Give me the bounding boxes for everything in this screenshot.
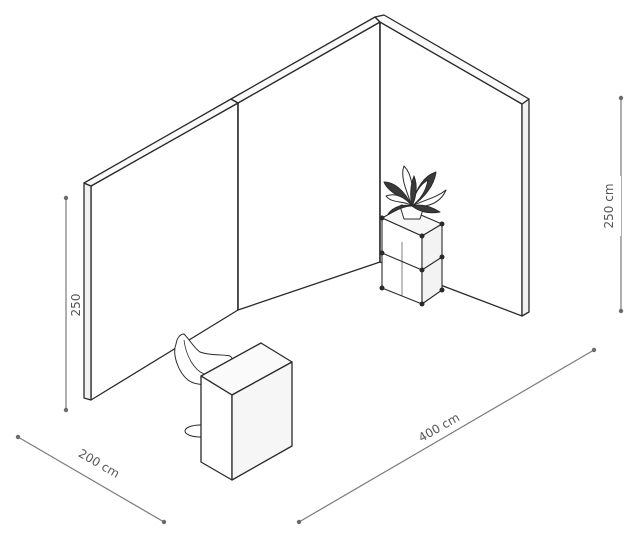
reception-counter: [200, 342, 293, 481]
dimension-right-height-label-bg: [601, 176, 621, 236]
shelf-connector-dots: [379, 204, 445, 307]
dimension-width: [296, 347, 597, 525]
potted-plant-icon: [383, 165, 447, 220]
dimension-width-label-bg: [413, 406, 467, 446]
dimension-depth: [15, 434, 167, 525]
cube-shelf: [381, 206, 443, 305]
dimension-left-height-label: 250: [69, 294, 83, 317]
dimension-left-height: [63, 195, 69, 413]
back-wall-middle-panel: [230, 16, 381, 311]
back-wall-left-panel: [83, 98, 239, 401]
dimension-depth-label-bg: [69, 441, 125, 483]
dimension-right-height-label: 250 cm: [602, 183, 616, 228]
